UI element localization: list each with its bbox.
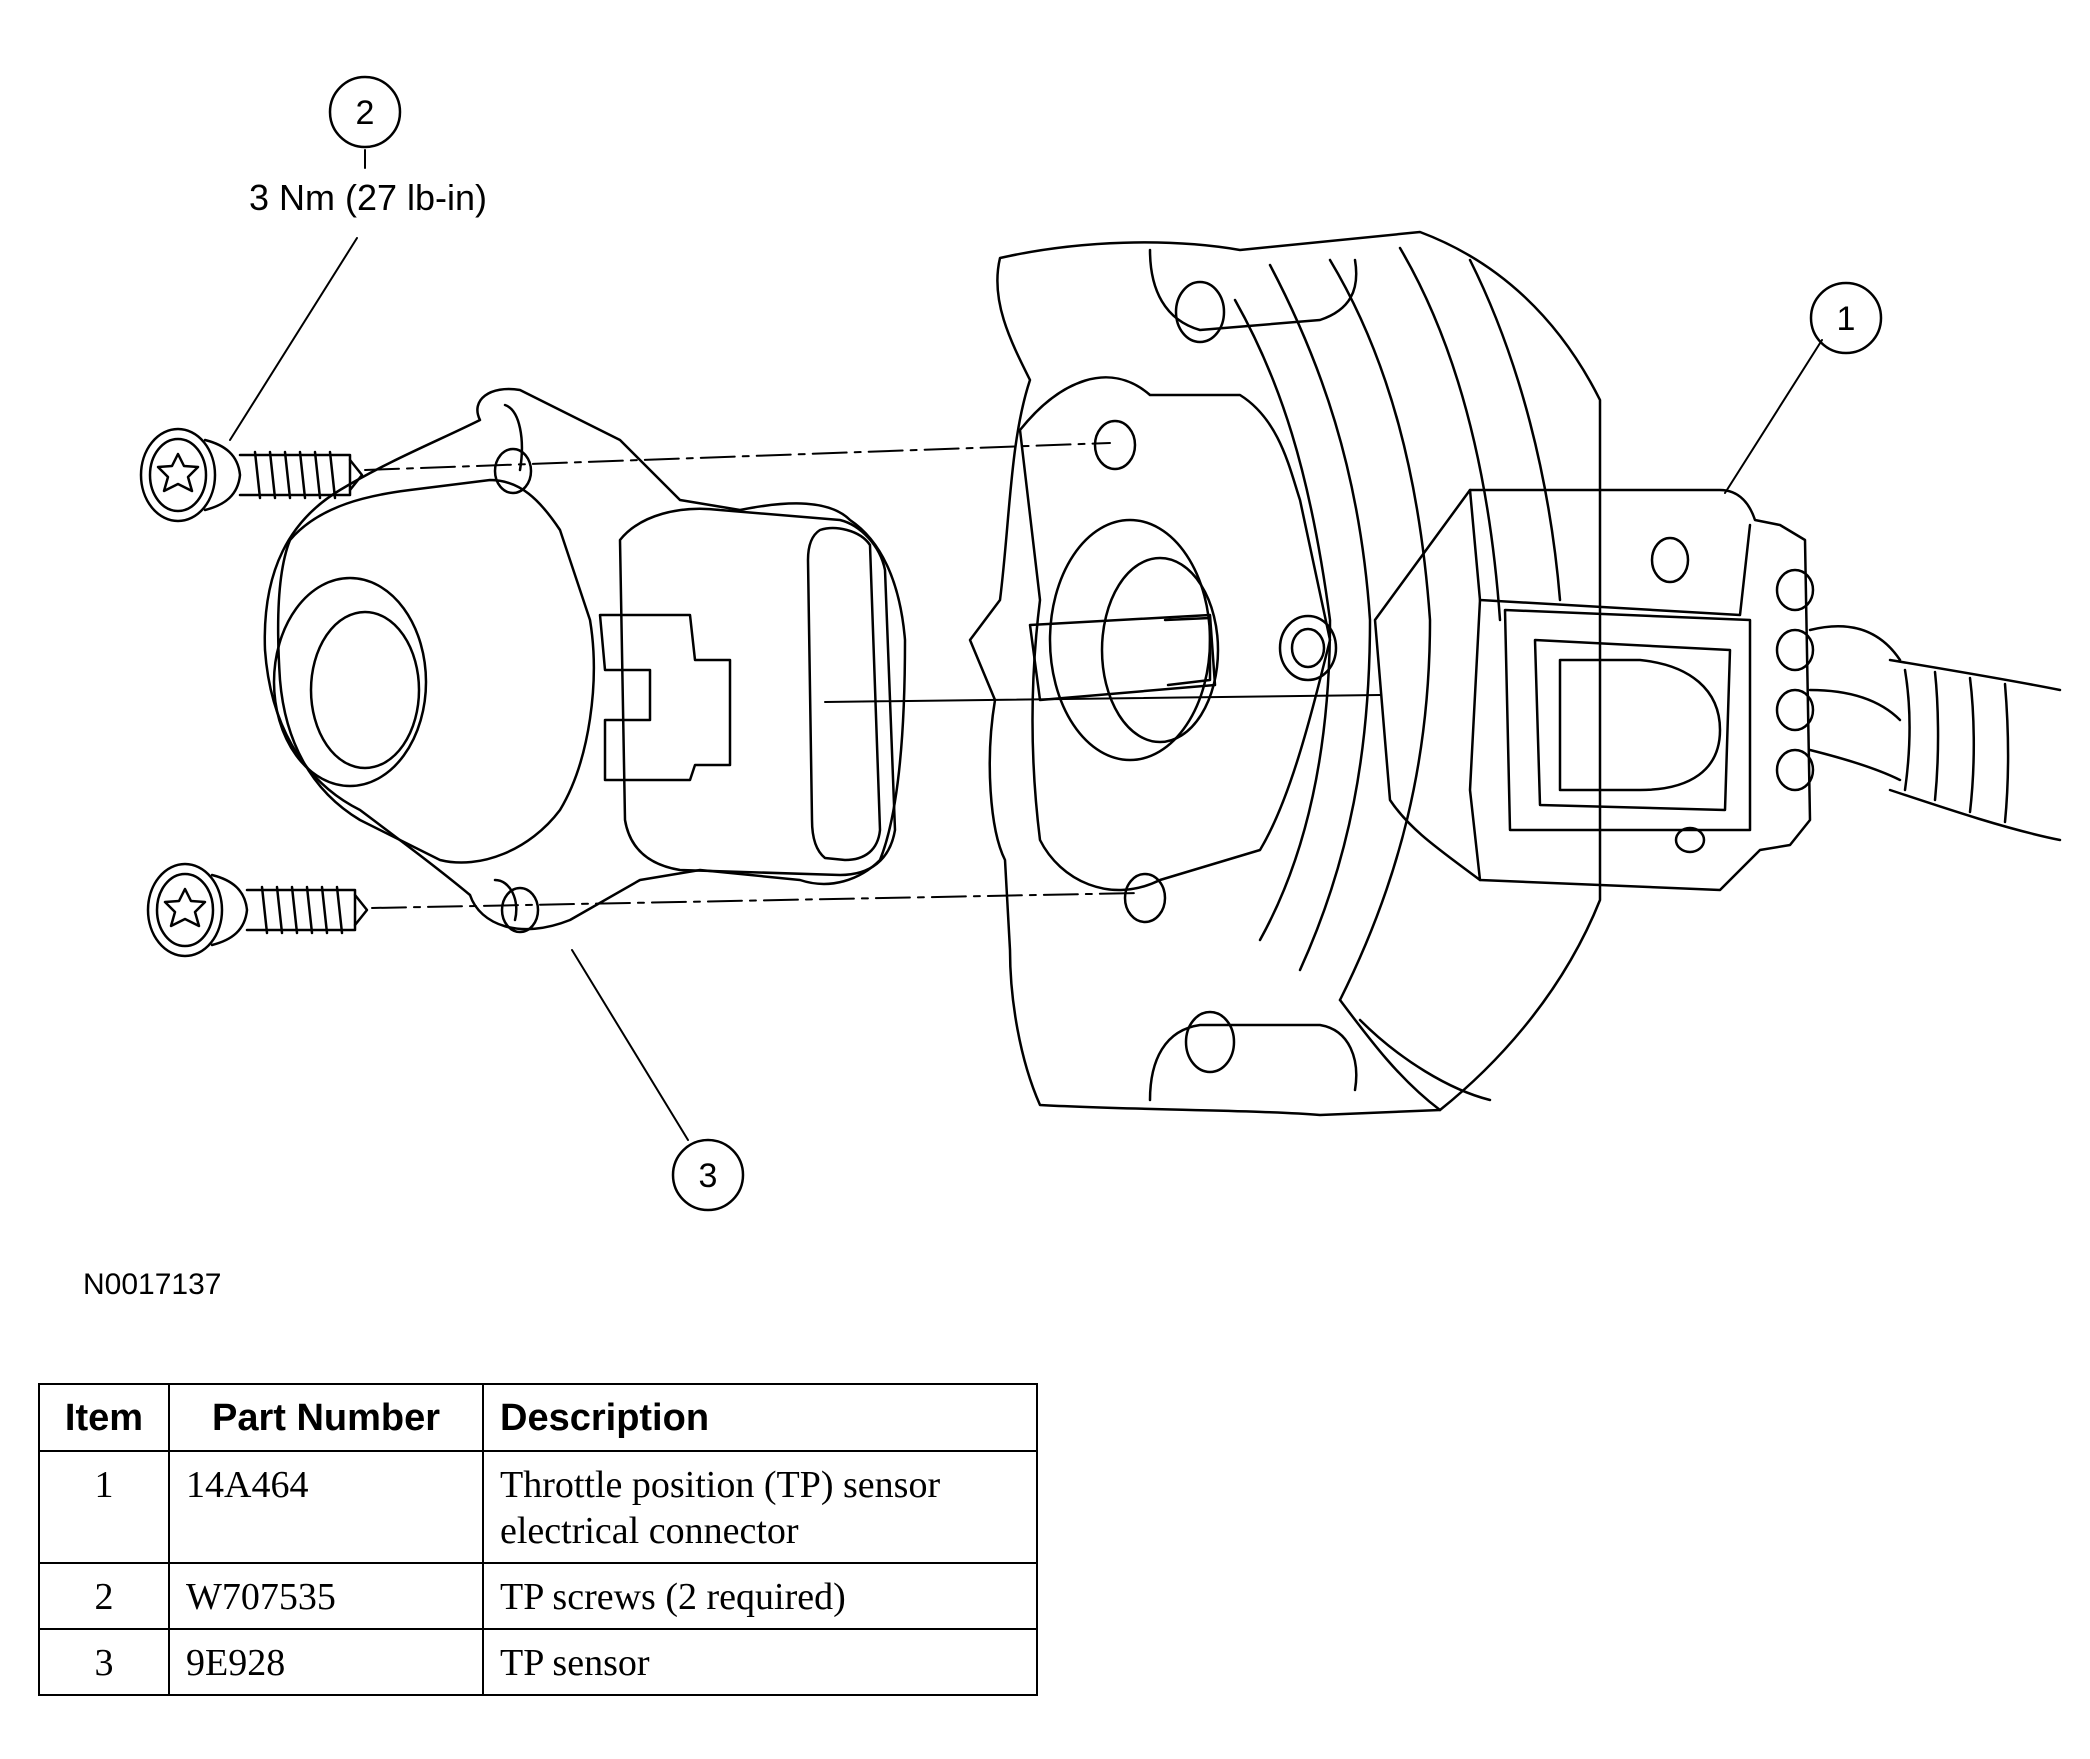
cell-description: TP sensor [482, 1628, 1038, 1696]
alignment-lines [364, 442, 1381, 909]
cell-item: 1 [38, 1450, 170, 1564]
tp-sensor [263, 387, 907, 934]
cell-description-line: electrical connector [500, 1510, 799, 1552]
callout-circle-3 [671, 1138, 745, 1212]
table-row: 2 W707535 TP screws (2 required) [38, 1562, 1038, 1630]
callout-number-3: 3 [699, 1157, 718, 1195]
leader-line-1 [1724, 339, 1823, 494]
wiring-harness [1888, 658, 2062, 842]
cell-item: 3 [38, 1628, 170, 1696]
callout-circle-1 [1809, 281, 1883, 355]
cell-part-number: 14A464 [168, 1450, 484, 1564]
cell-description-line: Throttle position (TP) sensor [500, 1464, 941, 1506]
table-row: 1 14A464 Throttle position (TP) sensor e… [38, 1450, 1038, 1564]
table-row: 3 9E928 TP sensor [38, 1628, 1038, 1696]
callout-circle-2 [328, 75, 402, 149]
torque-spec: 3 Nm (27 lb-in) [249, 177, 487, 218]
leader-line-3 [571, 949, 689, 1141]
tp-screw-lower [146, 862, 369, 958]
throttle-body [968, 230, 1602, 1117]
column-header-part-number: Part Number [168, 1383, 484, 1452]
exploded-view-illustration: 1 2 3 3 Nm (27 lb-in) [139, 75, 2062, 1212]
cell-part-number: 9E928 [168, 1628, 484, 1696]
callout-number-2: 2 [356, 94, 375, 132]
column-header-description: Description [482, 1383, 1038, 1452]
table-header-row: Item Part Number Description [38, 1383, 1038, 1452]
tp-screw-upper [139, 427, 364, 523]
parts-table: Item Part Number Description 1 14A464 Th… [38, 1383, 1038, 1696]
cell-part-number: W707535 [168, 1562, 484, 1630]
figure-code: N0017137 [83, 1268, 222, 1301]
leader-line-2-screw [229, 237, 358, 441]
cell-item: 2 [38, 1562, 170, 1630]
tp-sensor-electrical-connector [1373, 488, 1902, 892]
cell-description: Throttle position (TP) sensor electrical… [482, 1450, 1038, 1564]
cell-description-line: TP sensor [500, 1642, 650, 1684]
callout-number-1: 1 [1837, 300, 1856, 338]
cell-description-line: TP screws (2 required) [500, 1576, 846, 1618]
cell-description: TP screws (2 required) [482, 1562, 1038, 1630]
column-header-item: Item [38, 1383, 170, 1452]
